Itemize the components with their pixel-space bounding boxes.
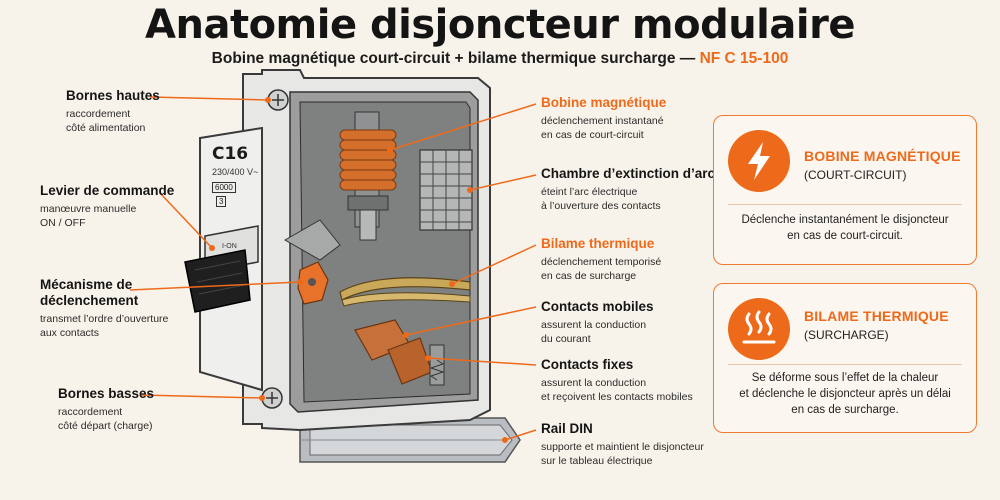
label-magnetic-coil: Bobine magnétique déclenchement instanta… bbox=[541, 95, 667, 141]
card-divider bbox=[728, 364, 962, 365]
contacts bbox=[354, 319, 445, 386]
card-subtitle: (SURCHARGE) bbox=[804, 328, 889, 342]
heat-waves-icon bbox=[728, 298, 790, 360]
subtitle-text: Bobine magnétique court-circuit + bilame… bbox=[211, 50, 696, 67]
standard-reference: NF C 15-100 bbox=[699, 50, 789, 67]
device-switch-mark: I-ON bbox=[222, 243, 237, 250]
card-divider bbox=[728, 204, 962, 205]
control-lever bbox=[184, 225, 259, 313]
card-magnetic-coil: BOBINE MAGNÉTIQUE (COURT-CIRCUIT) Déclen… bbox=[713, 115, 977, 265]
bimetal-strip bbox=[339, 277, 471, 307]
card-subtitle: (COURT-CIRCUIT) bbox=[804, 168, 907, 182]
label-trip-mechanism: Mécanisme de déclenchement transmet l’or… bbox=[40, 277, 169, 339]
page-subtitle: Bobine magnétique court-circuit + bilame… bbox=[0, 50, 1000, 68]
arc-chamber bbox=[419, 149, 473, 231]
label-arc-chamber: Chambre d’extinction d’arc éteint l’arc … bbox=[541, 166, 716, 212]
card-title: BOBINE MAGNÉTIQUE bbox=[804, 148, 961, 164]
device-class: 3 bbox=[216, 196, 227, 207]
magnetic-coil bbox=[339, 111, 397, 241]
lightning-icon bbox=[728, 130, 790, 192]
device-capacity: 6000 bbox=[212, 182, 236, 193]
trip-mechanism bbox=[283, 219, 341, 305]
device-voltage: 230/400 V~ bbox=[212, 167, 259, 177]
device-rating: C16 bbox=[212, 144, 249, 164]
label-bimetal: Bilame thermique déclenchement temporisé… bbox=[541, 236, 662, 282]
left-leader-lines bbox=[129, 96, 301, 399]
page-title: Anatomie disjoncteur modulaire bbox=[145, 2, 855, 48]
card-title: BILAME THERMIQUE bbox=[804, 308, 949, 324]
label-din-rail: Rail DIN supporte et maintient le disjon… bbox=[541, 421, 704, 467]
din-rail bbox=[299, 417, 521, 463]
right-leader-lines bbox=[389, 103, 537, 441]
card-bimetal: BILAME THERMIQUE (SURCHARGE) Se déforme … bbox=[713, 283, 977, 433]
